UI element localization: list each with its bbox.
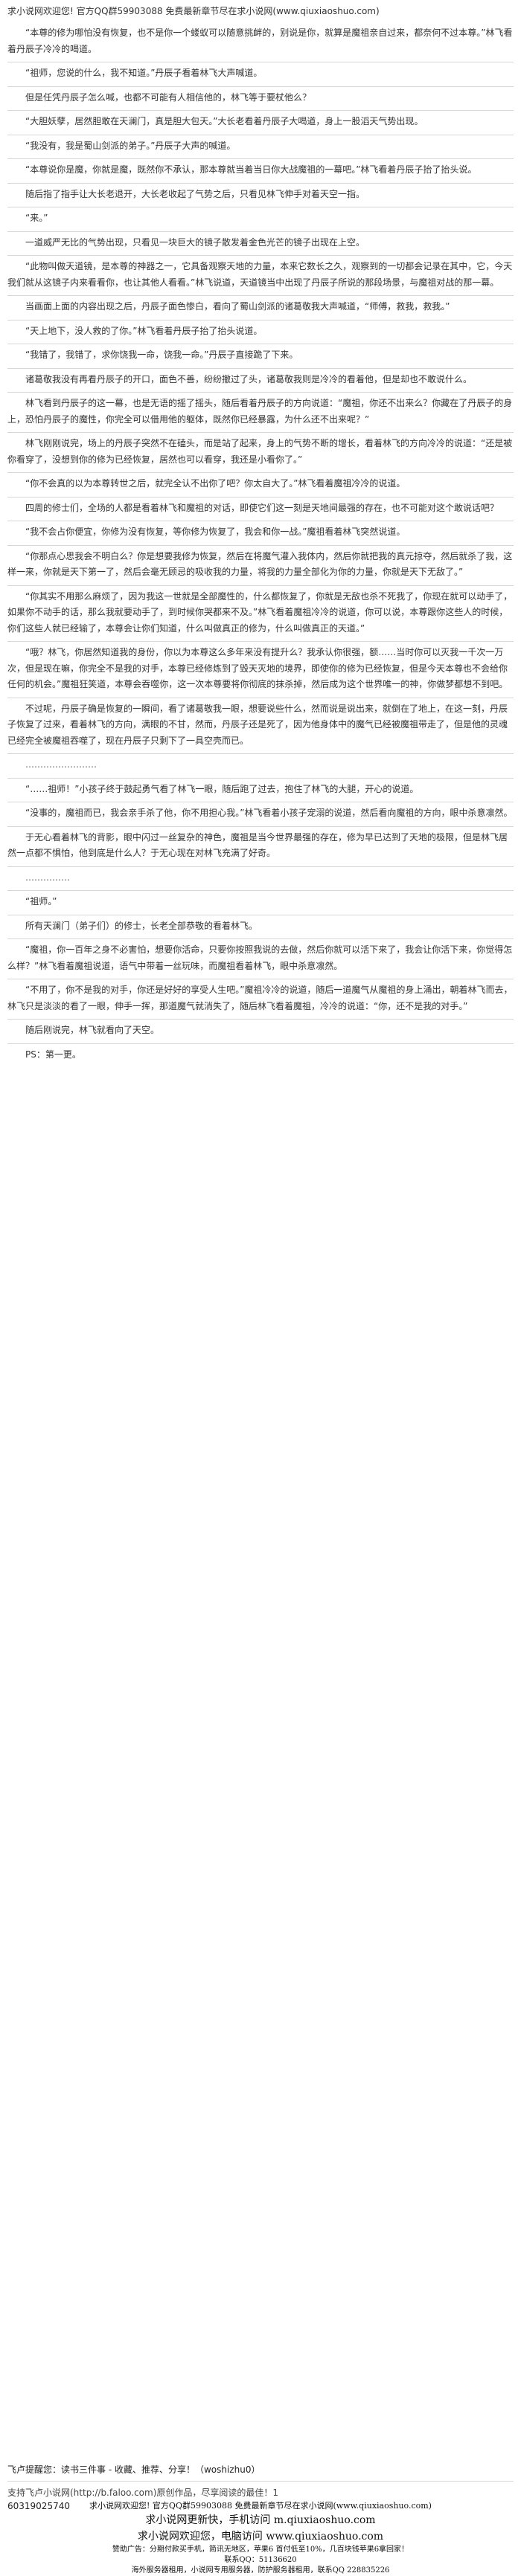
paragraph: “不用了，你不是我的对手，你还是好好的享受人生吧。”魔祖冷冷的说道，随后一道魔气… xyxy=(7,979,514,1020)
footer-server-ad[interactable]: 海外服务器租用，小说网专用服务器，防护服务器租用，联系QQ 228835226 xyxy=(131,2566,390,2575)
chapter-code: 60319025740 xyxy=(7,2501,70,2511)
ellipsis-separator: …………… xyxy=(7,867,514,891)
paragraph: 林飞刚刚说完，场上的丹辰子突然不在磕头，而是站了起来，身上的气势不断的增长，看着… xyxy=(7,433,514,473)
footer-desktop-link[interactable]: 求小说网欢迎您，电脑访问 www.qiuxiaoshuo.com xyxy=(137,2531,384,2543)
paragraph: 随后刚说完，林飞就看向了天空。 xyxy=(7,1020,514,1044)
paragraph: “我错了，我错了，求你饶我一命，饶我一命。”丹辰子直接跪了下来。 xyxy=(7,344,514,369)
paragraph: 于无心看着林飞的背影，眼中闪过一丝复杂的神色，魔祖是当今世界最强的存在，修为早已… xyxy=(7,827,514,867)
paragraph: “祖师，您说的什么，我不知道。”丹辰子看着林飞大声喊道。 xyxy=(7,62,514,87)
paragraph: “哦？林飞，你居然知道我的身份，你以为本尊这么多年来没有提升么？我承认你很强，额… xyxy=(7,642,514,698)
share-reminder: 飞卢提醒您：读书三件事 - 收藏、推荐、分享！（woshizhu0） xyxy=(7,2464,260,2475)
paragraph: 随后指了指手让大长老退开，大长老收起了气势之后，只看见林飞伸手对着天空一指。 xyxy=(7,184,514,207)
paragraph: “魔祖，你一百年之身不必害怕，想要你活命，只要你按照我说的去做，然后你就可以活下… xyxy=(7,939,514,979)
paragraph: “大胆妖孽，居然胆敢在天澜门，真是胆大包天。”大长老看着丹辰子大喝道，身上一股滔… xyxy=(7,111,514,135)
paragraph: “……祖师！”小孩子终于鼓起勇气看了林飞一眼，随后跑了过去，抱住了林飞的大腿，开… xyxy=(7,779,514,802)
footer-ad[interactable]: 赞助广告：分期付款买手机，简讯无地区，苹果6 首付低至10%，几百块钱苹果6拿回… xyxy=(112,2546,409,2554)
paragraph: 四周的修士们，全场的人都是看着林飞和魔祖的对话，即使它们这一刻是天地间最强的存在… xyxy=(7,498,514,521)
paragraph: 林飞看到丹辰子的这一幕，也是无语的摇了摇头，随后看着丹辰子的方向说道：“魔祖，你… xyxy=(7,393,514,433)
footer-welcome: 求小说网欢迎您! 官方QQ群59903088 免费最新章节尽在求小说网(www.… xyxy=(89,2501,432,2511)
footer-contact: 联系QQ：51136620 xyxy=(224,2556,297,2564)
paragraph: “我不会占你便宜，你修为没有恢复，等你修为恢复了，我会和你一战。”魔祖看着林飞突… xyxy=(7,521,514,546)
site-header-text: 求小说网欢迎您! 官方QQ群59903088 免费最新章节尽在求小说网(www.… xyxy=(7,6,380,16)
paragraph: “天上地下，没人救的了你。”林飞看着丹辰子抬了抬头说道。 xyxy=(7,321,514,344)
site-header: 求小说网欢迎您! 官方QQ群59903088 免费最新章节尽在求小说网(www.… xyxy=(7,3,514,19)
paragraph: “本尊的修为哪怕没有恢复，也不是你一个蝼蚁可以随意挑衅的，别说是你，就算是魔祖亲… xyxy=(7,22,514,62)
paragraph: 不过呢，丹辰子确是恢复的一瞬间，看了诸葛敬我一眼，想要说些什么，然而说是说出来，… xyxy=(7,698,514,754)
site-footer: 求小说网欢迎您! 官方QQ群59903088 免费最新章节尽在求小说网(www.… xyxy=(0,2500,521,2576)
paragraph: “此物叫做天道镜，是本尊的神器之一，它具备观察天地的力量，本来它数长之久，观察到… xyxy=(7,256,514,296)
ellipsis-separator: …………………… xyxy=(7,754,514,779)
paragraph: 当画面上面的内容出现之后，丹辰子面色惨白，看向了蜀山剑派的诸葛敬我大声喊道，“师… xyxy=(7,296,514,321)
paragraph: “本尊说你是魔，你就是魔，既然你不承认，那本尊就当着当日你大战魔祖的一幕吧。”林… xyxy=(7,159,514,184)
paragraph: “祖师。” xyxy=(7,891,514,915)
chapter-content: “本尊的修为哪怕没有恢复，也不是你一个蝼蚁可以随意挑衅的，别说是你，就算是魔祖亲… xyxy=(7,22,514,1067)
paragraph: 一道威严无比的气势出现，只看见一块巨大的镜子散发着金色光芒的镜子出现在上空。 xyxy=(7,232,514,256)
support-link[interactable]: 支持飞卢小说网(http://b.faloo.com)原创作品，尽享阅读的最佳！… xyxy=(7,2488,279,2498)
paragraph: “你不会真的以为本尊转世之后，就完全认不出你了吧？你太自大了。”林飞看着魔祖冷冷… xyxy=(7,473,514,498)
footer-mobile-link[interactable]: 求小说网更新快，手机访问 m.qiuxiaoshuo.com xyxy=(145,2514,376,2526)
paragraph: “我没有，我是蜀山剑派的弟子。”丹辰子大声的喊道。 xyxy=(7,135,514,159)
paragraph: 但是任凭丹辰子怎么喊，也都不可能有人相信他的，林飞等于要杖他么？ xyxy=(7,87,514,111)
paragraph: “你那点心思我会不明白么？你是想要我修为恢复，然后在将魔气灌入我体内，然后你就把… xyxy=(7,546,514,586)
divider xyxy=(7,2481,514,2482)
paragraph: “你其实不用那么麻烦了，因为我这一世就是全部魔性的，什么都恢复了，你就是无敌也杀… xyxy=(7,586,514,642)
paragraph: 诸葛敬我没有再看丹辰子的开口，面色不善，纷纷撤过了头，诸葛敬我则是冷冷的看着他，… xyxy=(7,369,514,393)
share-section: 飞卢提醒您：读书三件事 - 收藏、推荐、分享！（woshizhu0） 支持飞卢小… xyxy=(7,2463,514,2513)
paragraph: 所有天澜门（弟子们）的修士，长老全部恭敬的看着林飞。 xyxy=(7,915,514,939)
paragraph: “没事的，魔祖而已，我会亲手杀了他，你不用担心我。”林飞看着小孩子宠溺的说道，然… xyxy=(7,802,514,827)
author-note: PS：第一更。 xyxy=(25,1049,81,1060)
paragraph: “来。” xyxy=(7,207,514,232)
